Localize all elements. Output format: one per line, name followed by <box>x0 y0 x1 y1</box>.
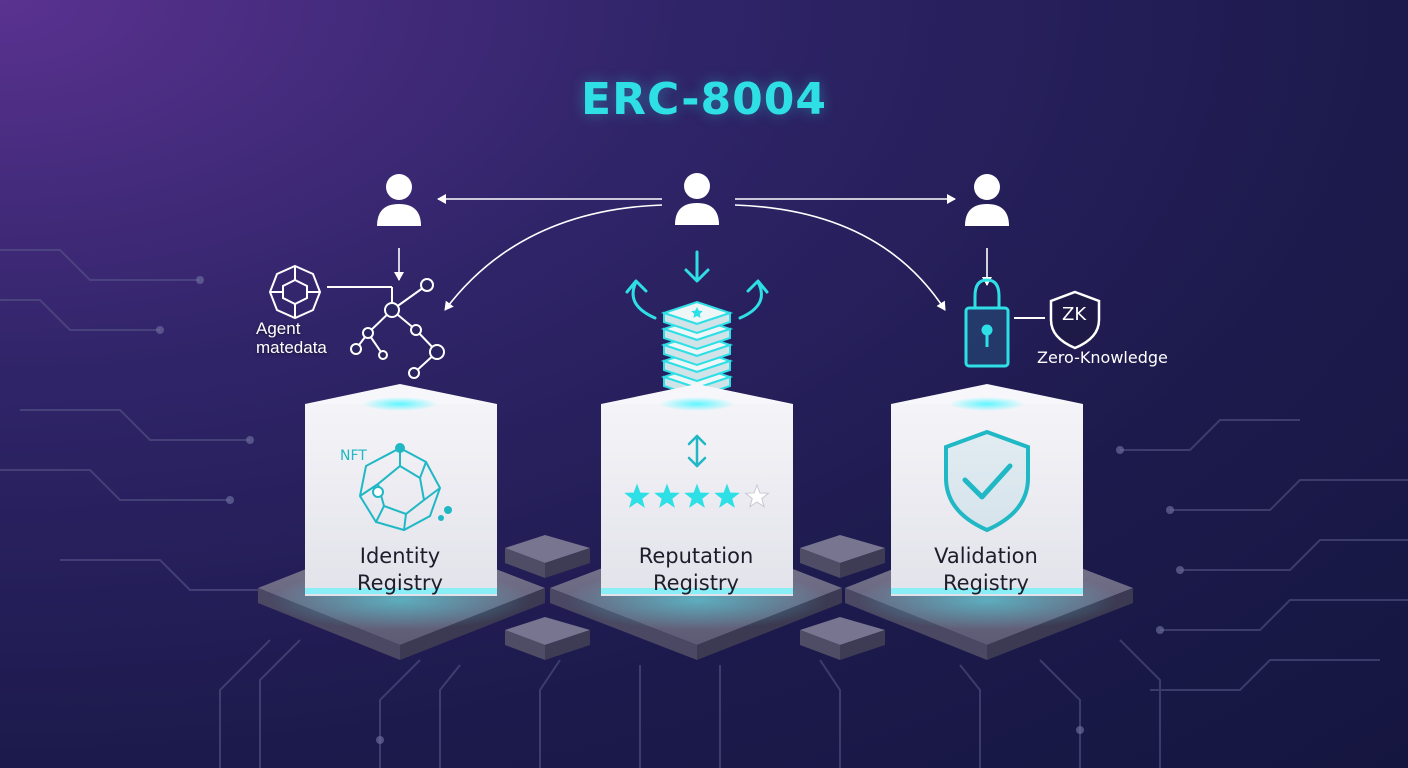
shield-zk-icon <box>1049 290 1101 350</box>
refresh-arrow-left-icon <box>625 279 657 320</box>
validation-registry-box <box>891 384 1083 596</box>
reputation-registry-line2: Registry <box>653 571 739 595</box>
hexagon-network-icon <box>268 264 322 320</box>
refresh-arrow-right-icon <box>738 279 769 320</box>
rating-stars <box>624 483 770 508</box>
flow-arrows <box>394 194 992 311</box>
star-empty-icon <box>744 483 770 508</box>
user-icon <box>377 174 421 226</box>
circuit-nodes <box>156 276 1184 744</box>
agent-metadata-line1: Agent <box>256 319 301 338</box>
up-down-arrow-icon <box>687 434 707 468</box>
reputation-registry-label: Reputation Registry <box>601 543 791 597</box>
agent-metadata-line2: matedata <box>256 338 327 357</box>
star-filled-icon <box>654 483 680 508</box>
validation-registry-line2: Registry <box>943 571 1029 595</box>
star-icon <box>691 307 703 318</box>
connector-blocks <box>505 535 885 660</box>
node-graph-icon <box>327 278 445 379</box>
nft-label: NFT <box>340 448 367 464</box>
circuit-lines <box>0 249 1408 768</box>
star-filled-icon <box>714 483 740 508</box>
reputation-registry-line1: Reputation <box>638 544 754 568</box>
user-icon <box>675 173 719 225</box>
page-title: ERC-8004 <box>581 74 827 125</box>
zero-knowledge-label: Zero-Knowledge <box>1037 348 1168 367</box>
validation-registry-line1: Validation <box>934 544 1038 568</box>
identity-registry-line2: Registry <box>357 571 443 595</box>
identity-registry-box <box>305 384 497 596</box>
padlock-icon <box>964 278 1010 368</box>
nft-network-icon <box>358 443 452 532</box>
down-arrow-icon <box>684 250 710 283</box>
shield-check-icon <box>944 429 1030 533</box>
stacked-blocks-icon <box>660 300 734 399</box>
agent-metadata-label: Agent matedata <box>256 319 327 357</box>
user-icon <box>965 174 1009 226</box>
star-filled-icon <box>684 483 710 508</box>
identity-registry-line1: Identity <box>359 544 441 568</box>
identity-registry-label: Identity Registry <box>305 543 495 597</box>
validation-registry-label: Validation Registry <box>891 543 1081 597</box>
star-filled-icon <box>624 483 650 508</box>
zk-badge-text: ZK <box>1062 304 1087 325</box>
